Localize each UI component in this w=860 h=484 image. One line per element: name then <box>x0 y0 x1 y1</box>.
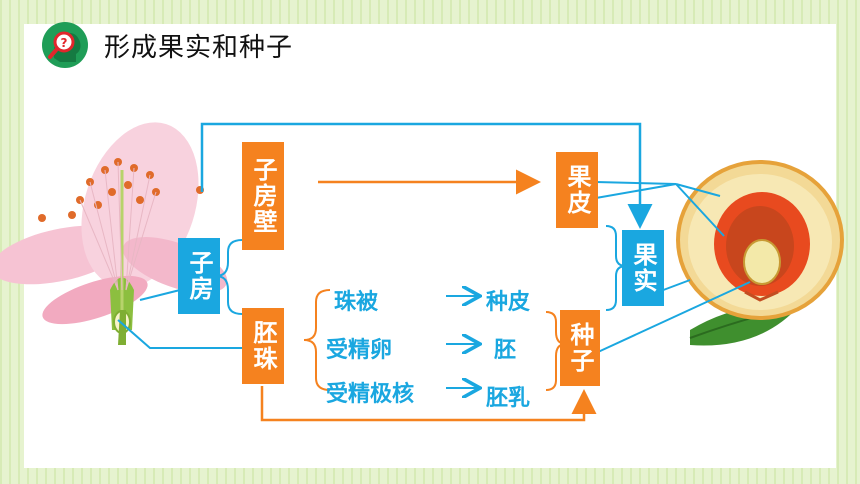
label-embryo: 胚 <box>494 338 517 363</box>
box-pericarp: 果皮 <box>556 152 598 228</box>
box-ovary-wall: 子房壁 <box>242 142 284 250</box>
title-row: ? 形成果实和种子 <box>40 20 293 70</box>
box-pericarp-label: 果皮 <box>563 164 591 216</box>
box-ovary: 子房 <box>178 238 220 314</box>
box-fruit: 果实 <box>622 230 664 306</box>
box-ovule-label: 胚珠 <box>249 320 277 372</box>
page-title: 形成果实和种子 <box>104 32 294 63</box>
peach-fruit-illustration <box>676 160 844 346</box>
label-endosperm: 胚乳 <box>486 386 531 411</box>
label-seed-coat: 种皮 <box>486 290 531 315</box>
magnifier-head-icon: ? <box>42 22 88 68</box>
box-ovary-label: 子房 <box>185 250 213 302</box>
box-fruit-label: 果实 <box>629 242 657 294</box>
label-integument: 珠被 <box>334 290 379 315</box>
svg-text:?: ? <box>61 36 68 50</box>
peach-flower-illustration <box>0 122 228 345</box>
box-seed-label: 种子 <box>566 322 594 374</box>
box-seed: 种子 <box>560 310 600 386</box>
box-ovule: 胚珠 <box>242 308 284 384</box>
label-zygote: 受精卵 <box>326 338 393 363</box>
box-ovary-wall-label: 子房壁 <box>249 157 277 235</box>
label-fertilized-polar-nuclei: 受精极核 <box>326 382 415 407</box>
